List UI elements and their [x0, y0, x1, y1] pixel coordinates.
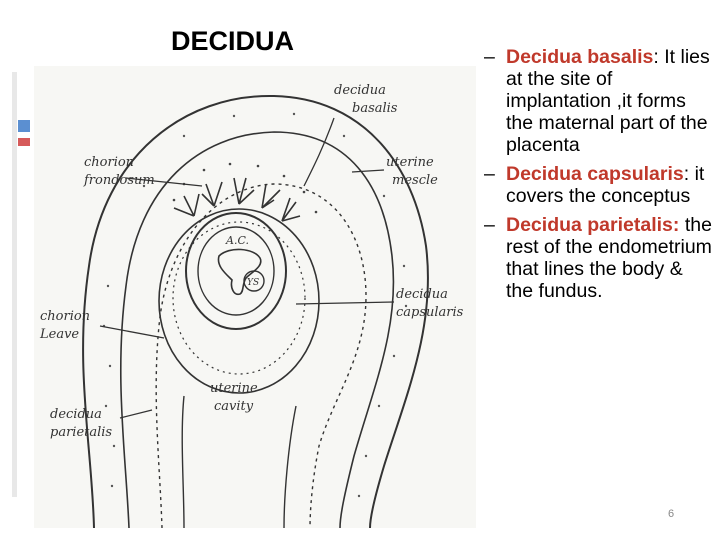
bullet-decidua-capsularis: – Decidua capsularis: it covers the conc…: [482, 163, 714, 207]
label-decidua-parietalis-2: parietalis: [50, 425, 112, 440]
bullet-term: Decidua basalis: [506, 46, 654, 68]
label-uterine-cavity-2: cavity: [214, 399, 254, 414]
bullet-decidua-basalis: – Decidua basalis: It lies at the site o…: [482, 46, 714, 156]
yolk-sac: [243, 270, 265, 292]
bullet-text: it covers the conceptus: [506, 163, 705, 207]
decidua-diagram: decidua basalis chorion frondosum uterin…: [34, 66, 476, 528]
chorionic-villi: [173, 177, 301, 222]
bullet-list: – Decidua basalis: It lies at the site o…: [482, 46, 714, 309]
label-chorion-frondosum-1: chorion: [84, 155, 134, 170]
label-decidua-basalis-2: basalis: [352, 101, 398, 116]
uterine-cavity-left: [181, 395, 185, 528]
label-decidua-capsularis-1: decidua: [396, 287, 448, 302]
bullet-term: Decidua capsularis: [506, 163, 684, 185]
chorionic-sac: [185, 212, 287, 330]
decidua-sketch: decidua basalis chorion frondosum uterin…: [39, 83, 464, 528]
label-chorion-leave-1: chorion: [40, 309, 90, 324]
amniotic-sac: [197, 226, 275, 316]
label-decidua-capsularis-2: capsularis: [396, 305, 464, 320]
label-yolk-sac: YS: [247, 278, 259, 288]
bullet-decidua-parietalis: – Decidua parietalis: the rest of the en…: [482, 214, 714, 302]
label-chorion-leave-2: Leave: [39, 327, 79, 342]
label-uterine-cavity-1: uterine: [210, 381, 258, 396]
slide-title: DECIDUA: [170, 26, 294, 56]
bullet-sep: :: [683, 163, 690, 185]
bullet-text: It lies at the site of implantation ,it …: [506, 46, 710, 156]
leader-lines: [99, 117, 395, 419]
label-decidua-parietalis-1: decidua: [50, 407, 102, 422]
decidua-parietalis: [155, 183, 367, 528]
bullet-term: Decidua parietalis:: [506, 214, 680, 236]
side-mark-red: [18, 138, 30, 146]
decidua-capsularis-inner: [172, 221, 306, 375]
label-uterine-muscle-1: uterine: [386, 155, 434, 170]
side-strip: [12, 72, 17, 497]
dash-marker: –: [484, 46, 495, 68]
dash-marker: –: [484, 214, 495, 236]
label-chorion-frondosum-2: frondosum: [83, 173, 155, 188]
basalis-stipple: [172, 162, 318, 214]
embryo: [217, 248, 262, 296]
decidua-capsularis: [158, 208, 320, 394]
page-number: 6: [668, 508, 675, 520]
uterine-wall-inner: [119, 131, 395, 528]
bullet-text: the rest of the endometrium that lines t…: [506, 214, 712, 302]
label-amniotic-cavity: A.C.: [225, 234, 249, 247]
muscle-stipple: [102, 112, 408, 498]
dash-marker: –: [484, 163, 495, 185]
label-uterine-muscle-2: mescle: [392, 173, 438, 188]
side-mark-blue: [18, 120, 30, 132]
uterine-wall-outer: [82, 94, 429, 528]
label-decidua-basalis-1: decidua: [334, 83, 386, 98]
uterine-cavity-right: [283, 405, 297, 528]
bullet-sep: :: [653, 46, 659, 68]
